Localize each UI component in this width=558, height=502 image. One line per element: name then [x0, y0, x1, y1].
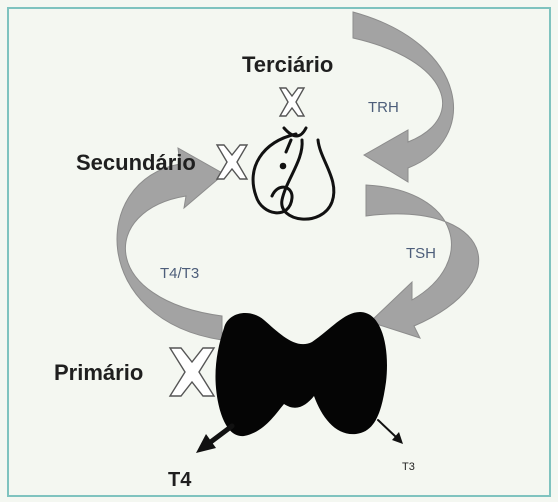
primary-label: Primário	[54, 360, 143, 385]
x-cross-icon	[215, 144, 249, 180]
trh-label: TRH	[368, 99, 399, 116]
tsh-arrow	[365, 184, 480, 339]
x-cross-icon	[278, 87, 306, 117]
t4-t3-label: T4/T3	[160, 265, 199, 282]
t4-output-label: T4	[168, 469, 192, 491]
hypothalamus-pituitary-icon	[251, 126, 336, 221]
tertiary-label: Terciário	[242, 52, 333, 77]
t3-output-arrow	[377, 419, 403, 444]
secondary-label: Secundário	[76, 150, 196, 175]
tsh-label: TSH	[406, 245, 436, 262]
figure-frame	[7, 7, 551, 497]
t4-output-arrow	[196, 423, 235, 453]
x-cross-icon	[168, 347, 216, 397]
thyroid-gland-icon	[215, 312, 387, 437]
t4-t3-feedback-arrow	[116, 147, 225, 341]
t3-output-label: T3	[402, 461, 415, 473]
trh-arrow	[352, 11, 454, 183]
